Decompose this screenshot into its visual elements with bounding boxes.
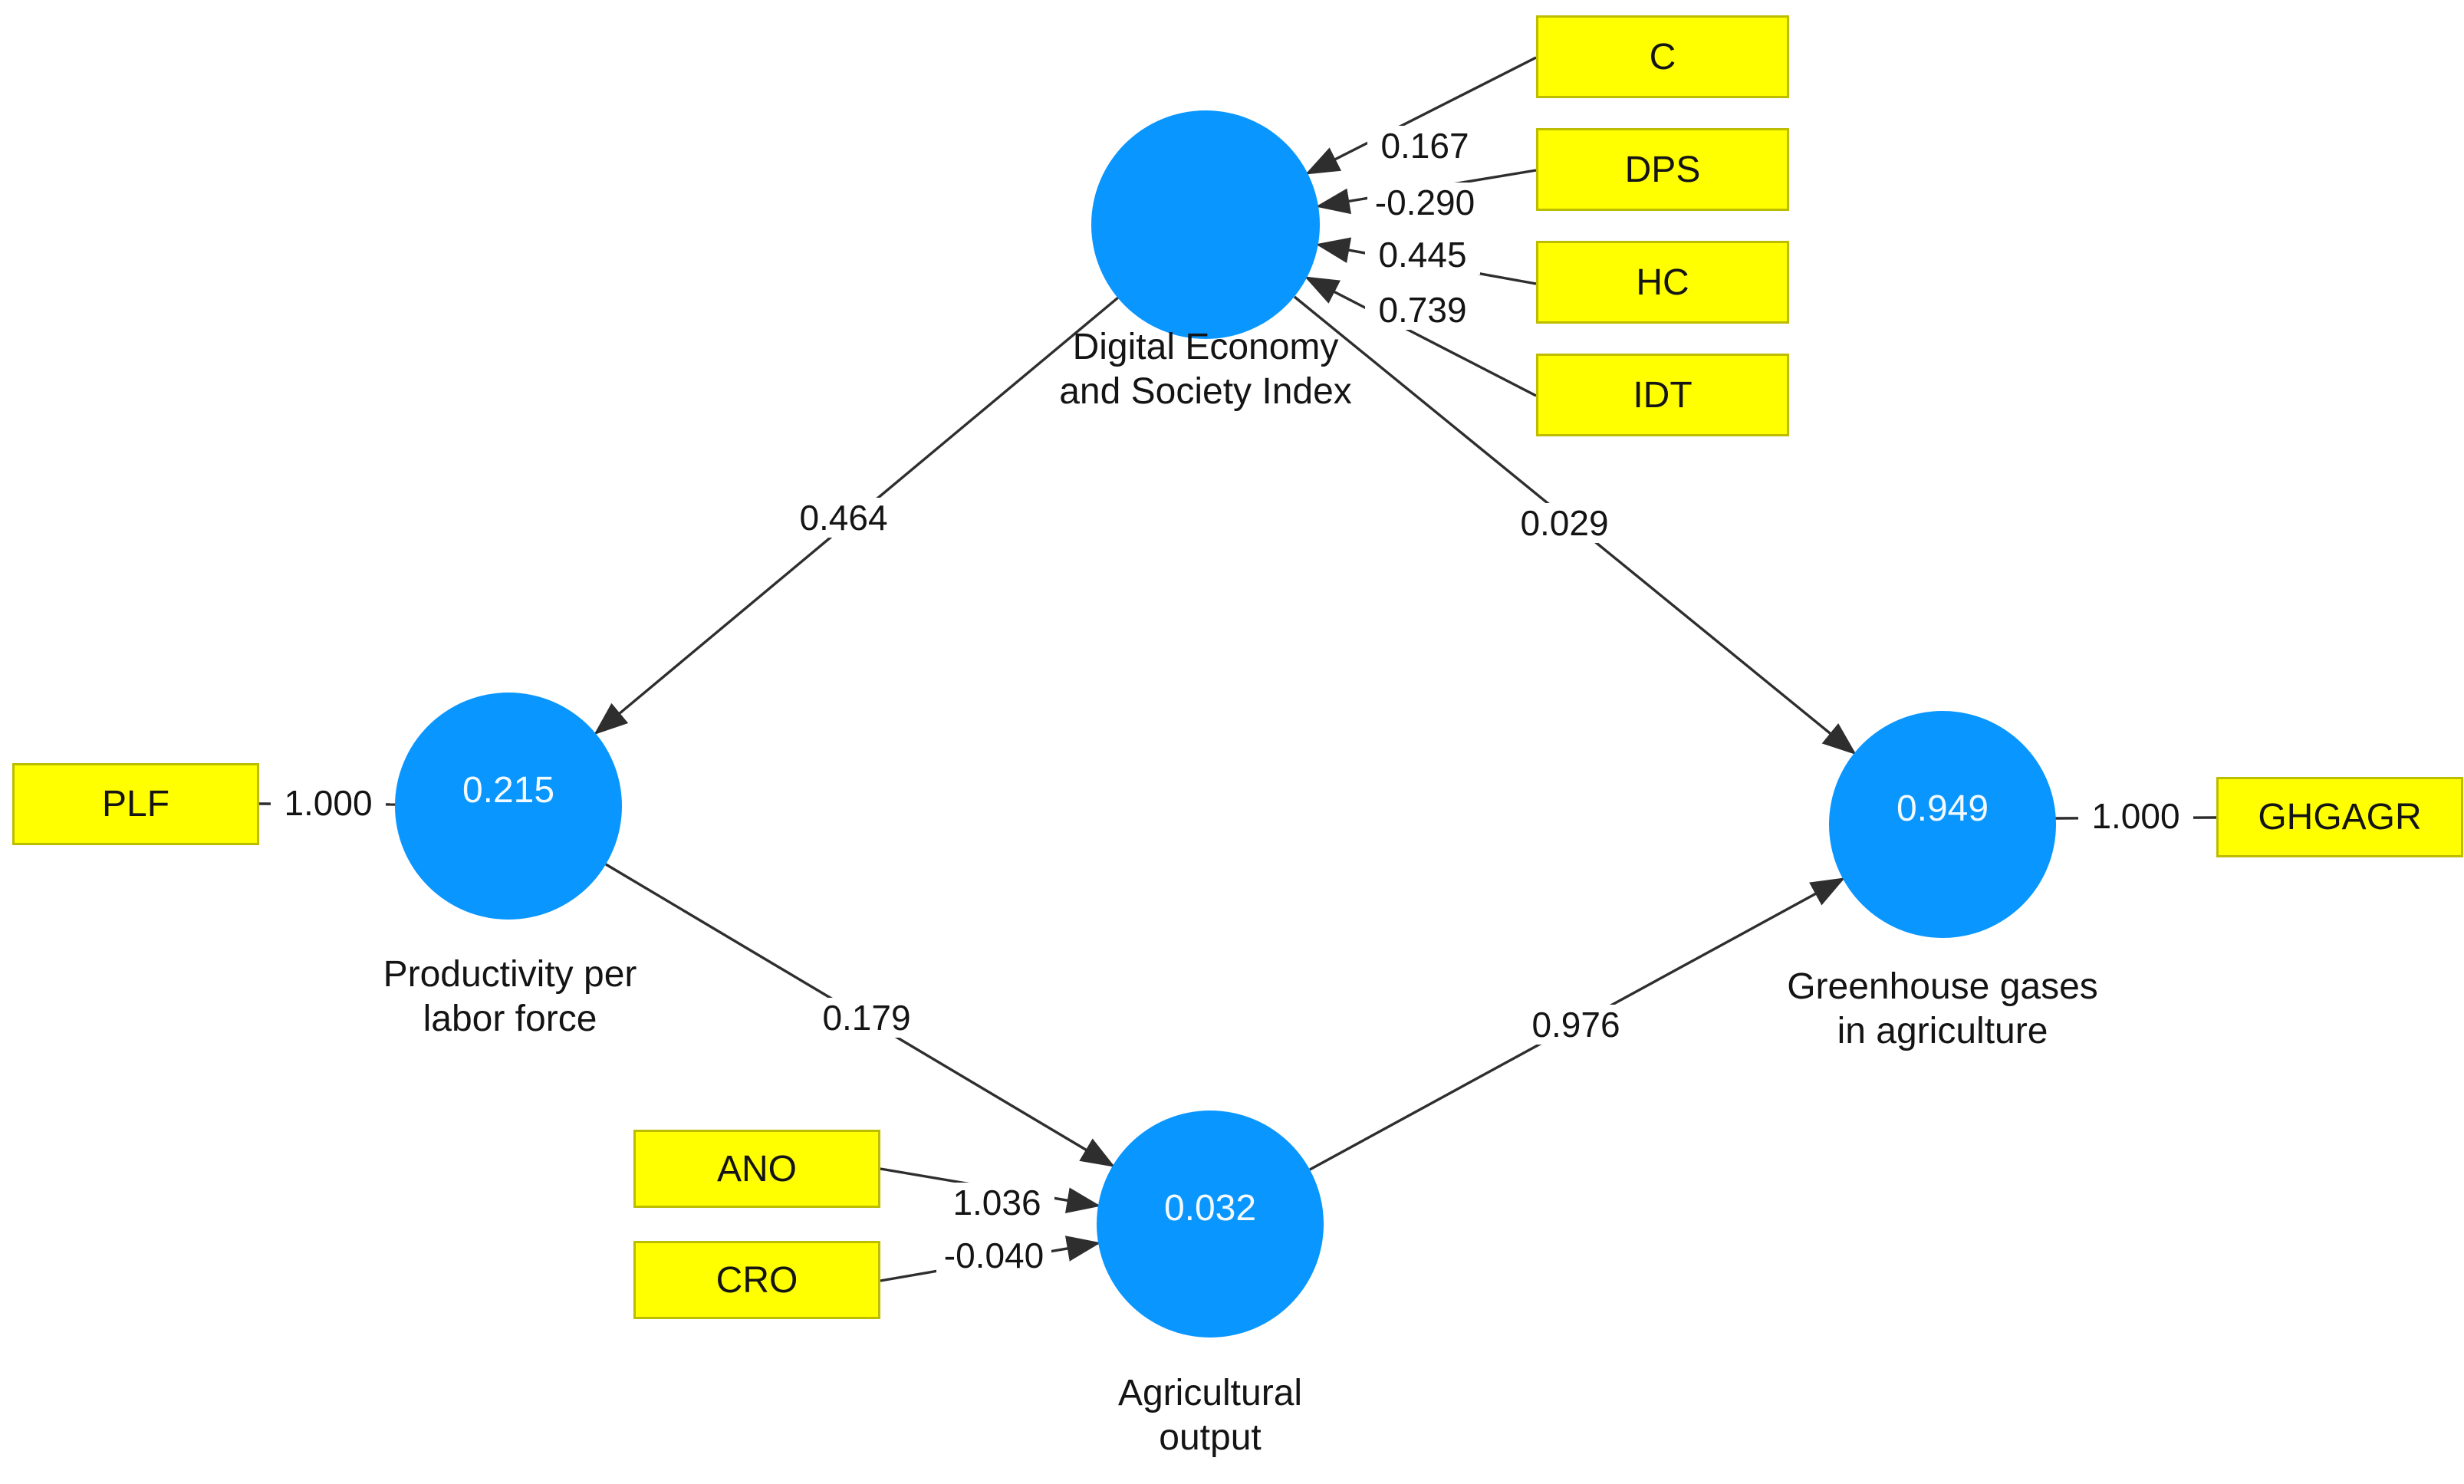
indicator-idt-label: IDT	[1633, 374, 1693, 416]
path-prod-agri-coef-label: 0.179	[809, 998, 924, 1038]
indicator-c-label: C	[1649, 36, 1676, 77]
weight-dps-label: -0.290	[1367, 183, 1482, 222]
latent-greenhouse-gases-label-line1: Greenhouse gases	[1787, 966, 2098, 1007]
weight-idt-label: 0.739	[1365, 290, 1480, 330]
weight-cro-label: -0.040	[936, 1236, 1051, 1275]
latent-desi-label: Digital Economy and Society Index	[937, 325, 1474, 414]
path-desi-ghg-coef-label: 0.029	[1507, 503, 1622, 543]
indicator-ano-box[interactable]: ANO	[633, 1130, 880, 1208]
path-desi-prod-coef-label: 0.464	[786, 498, 901, 538]
latent-greenhouse-gases-node[interactable]: 0.949	[1829, 711, 2056, 938]
latent-agricultural-output-label-line2: output	[1159, 1417, 1262, 1458]
indicator-plf-box[interactable]: PLF	[12, 763, 259, 845]
latent-desi-label-line1: Digital Economy	[1072, 327, 1339, 367]
weight-ano-label: 1.036	[939, 1183, 1054, 1222]
indicator-ano-label: ANO	[716, 1148, 797, 1190]
indicator-hc-label: HC	[1636, 262, 1689, 303]
weight-c-label: 0.167	[1367, 126, 1482, 166]
path-c-to-desi-arrow[interactable]	[1304, 56, 1537, 175]
latent-productivity-label-line1: Productivity per	[383, 954, 637, 995]
latent-agricultural-output-r2-value: 0.032	[1163, 1188, 1257, 1229]
indicator-dps-label: DPS	[1624, 149, 1701, 190]
indicator-plf-label: PLF	[101, 784, 170, 824]
latent-agricultural-output-label-line1: Agricultural	[1117, 1373, 1303, 1413]
path-agri-ghg-coef-label: 0.976	[1518, 1005, 1633, 1045]
latent-agricultural-output-node[interactable]: 0.032	[1097, 1111, 1324, 1338]
latent-productivity-node[interactable]: 0.215	[395, 693, 622, 920]
indicator-ghgagr-box[interactable]: GHGAGR	[2216, 777, 2463, 857]
latent-greenhouse-gases-label: Greenhouse gases in agriculture	[1674, 965, 2211, 1054]
path-idt-to-desi-arrow[interactable]	[1304, 276, 1537, 397]
weight-ghgagr-label: 1.000	[2078, 796, 2193, 836]
indicator-ghgagr-label: GHGAGR	[2258, 797, 2422, 837]
indicator-c-box[interactable]: C	[1536, 15, 1789, 98]
indicator-idt-box[interactable]: IDT	[1536, 354, 1789, 436]
latent-desi-node[interactable]	[1091, 110, 1320, 339]
indicator-cro-box[interactable]: CRO	[633, 1241, 880, 1319]
latent-agricultural-output-label: Agricultural output	[942, 1371, 1479, 1460]
indicator-cro-label: CRO	[716, 1259, 798, 1301]
indicator-dps-box[interactable]: DPS	[1536, 128, 1789, 211]
weight-plf-label: 1.000	[271, 783, 386, 823]
latent-desi-label-line2: and Society Index	[1059, 371, 1352, 412]
latent-productivity-label-line2: labor force	[423, 999, 597, 1039]
latent-productivity-r2-value: 0.215	[462, 770, 555, 811]
weight-hc-label: 0.445	[1365, 235, 1480, 275]
latent-greenhouse-gases-label-line2: in agriculture	[1837, 1011, 2048, 1051]
latent-productivity-label: Productivity per labor force	[242, 953, 778, 1041]
indicator-hc-box[interactable]: HC	[1536, 241, 1789, 324]
latent-greenhouse-gases-r2-value: 0.949	[1896, 788, 1989, 829]
